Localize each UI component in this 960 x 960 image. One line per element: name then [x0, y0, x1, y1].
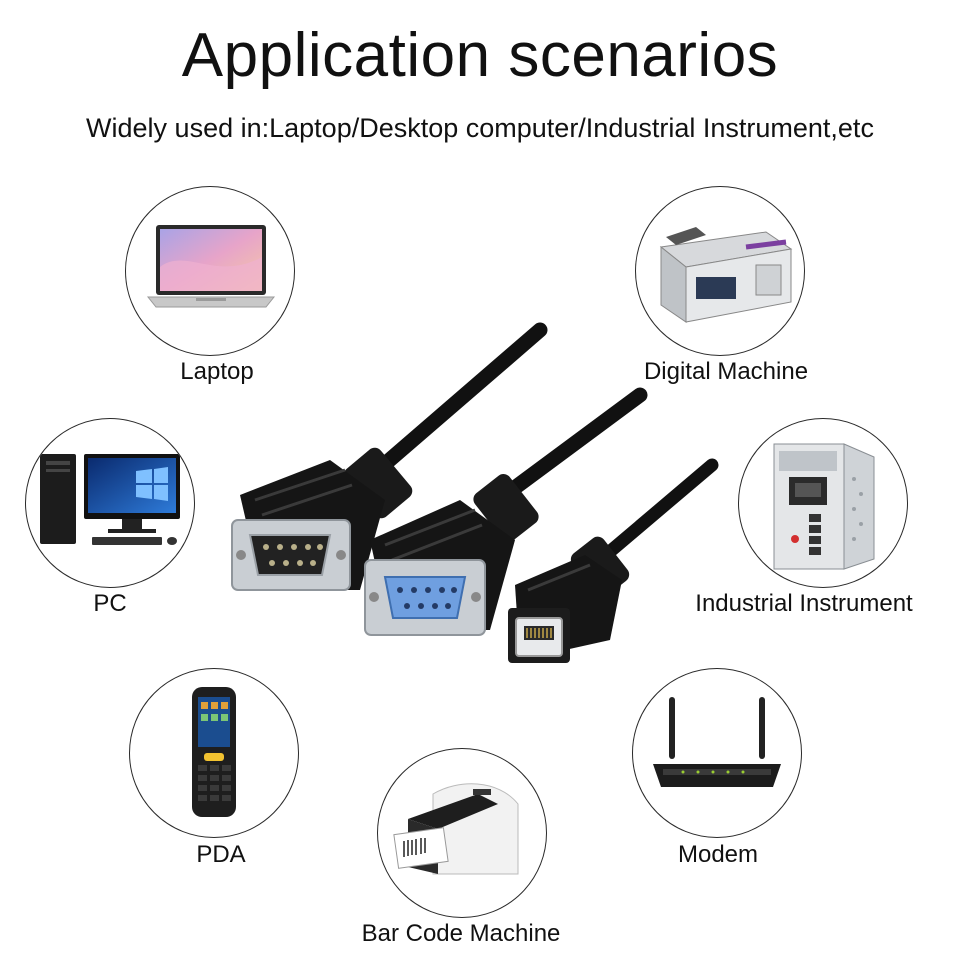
rj45-female-connector [508, 555, 622, 663]
scenario-circle-bar-code-machine [377, 748, 547, 918]
scenario-label-modem: Modem [677, 841, 759, 868]
scenario-circle-modem [632, 668, 802, 838]
digital-printer-icon [659, 227, 793, 323]
scenario-label-industrial-instrument: Industrial Instrument [695, 590, 913, 617]
page-subtitle: Widely used in:Laptop/Desktop computer/I… [86, 113, 874, 143]
scenario-circle-laptop [125, 186, 295, 356]
label-printer-icon [393, 783, 519, 875]
laptop-icon [146, 225, 276, 308]
scenario-circle-digital-machine [635, 186, 805, 356]
db9-male-connector [231, 460, 385, 591]
scenario-label-laptop: Laptop [180, 358, 254, 385]
page-title: Application scenarios [181, 21, 779, 90]
db9-female-connector [364, 500, 515, 636]
industrial-instrument-icon [773, 443, 875, 570]
scenario-circle-pc [25, 418, 195, 588]
scenario-circle-industrial-instrument [738, 418, 908, 588]
modem-router-icon [653, 697, 781, 787]
scenario-label-pda: PDA [196, 841, 246, 868]
scenario-label-bar-code-machine: Bar Code Machine [361, 920, 561, 947]
scenario-label-digital-machine: Digital Machine [643, 358, 809, 385]
scenario-label-pc: PC [93, 590, 127, 617]
desktop-pc-icon [40, 454, 180, 545]
scenario-circle-pda [129, 668, 299, 838]
pda-scanner-icon [192, 687, 236, 817]
